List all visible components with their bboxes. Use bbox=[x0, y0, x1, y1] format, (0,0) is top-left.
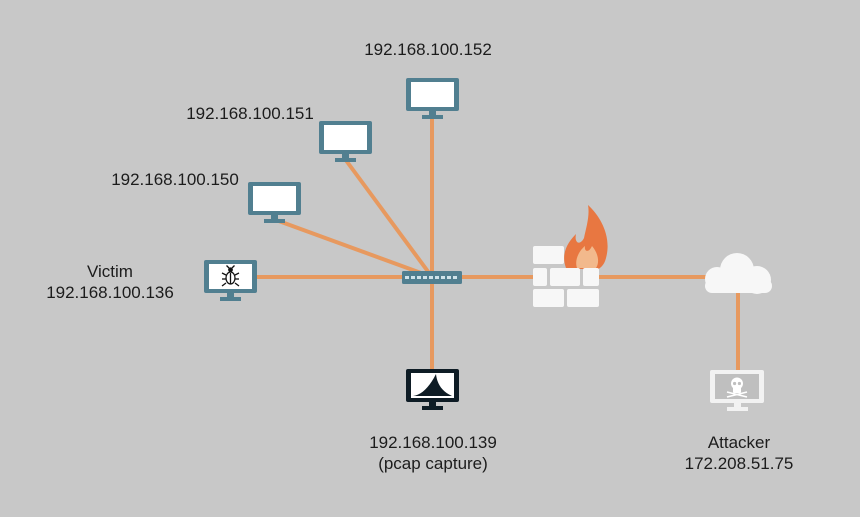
flame-icon bbox=[564, 205, 608, 270]
attacker-ip: 172.208.51.75 bbox=[684, 454, 794, 473]
attacker-skull-monitor-icon bbox=[710, 370, 764, 411]
capture-note: (pcap capture) bbox=[378, 454, 488, 473]
host-151-monitor-icon bbox=[319, 121, 372, 162]
capture-label: 192.168.100.139 (pcap capture) bbox=[345, 432, 521, 474]
victim-bug-monitor-icon bbox=[204, 260, 257, 301]
capture-shark-fin-monitor-icon bbox=[406, 369, 459, 410]
host-152-monitor-icon bbox=[406, 78, 459, 119]
bug-icon bbox=[221, 265, 240, 287]
firewall-icon bbox=[533, 205, 608, 307]
host-151-ip: 192.168.100.151 bbox=[186, 104, 314, 123]
victim-ip: 192.168.100.136 bbox=[46, 283, 174, 302]
attacker-label: Attacker 172.208.51.75 bbox=[651, 432, 827, 474]
link-host-151 bbox=[343, 157, 434, 279]
links bbox=[257, 116, 740, 370]
host-151-label: 192.168.100.151 bbox=[162, 103, 338, 124]
host-152-ip: 192.168.100.152 bbox=[364, 40, 492, 59]
capture-ip: 192.168.100.139 bbox=[369, 433, 497, 452]
brick-wall-icon bbox=[533, 246, 599, 307]
link-host-150 bbox=[275, 218, 433, 279]
host-150-ip: 192.168.100.150 bbox=[111, 170, 239, 189]
victim-role: Victim bbox=[87, 262, 133, 281]
cloud-icon bbox=[705, 253, 772, 294]
host-150-label: 192.168.100.150 bbox=[87, 169, 263, 190]
host-152-label: 192.168.100.152 bbox=[340, 39, 516, 60]
network-switch-icon bbox=[402, 271, 462, 284]
victim-label: Victim 192.168.100.136 bbox=[22, 261, 198, 303]
attacker-role: Attacker bbox=[707, 433, 771, 452]
host-150-monitor-icon bbox=[248, 182, 301, 223]
